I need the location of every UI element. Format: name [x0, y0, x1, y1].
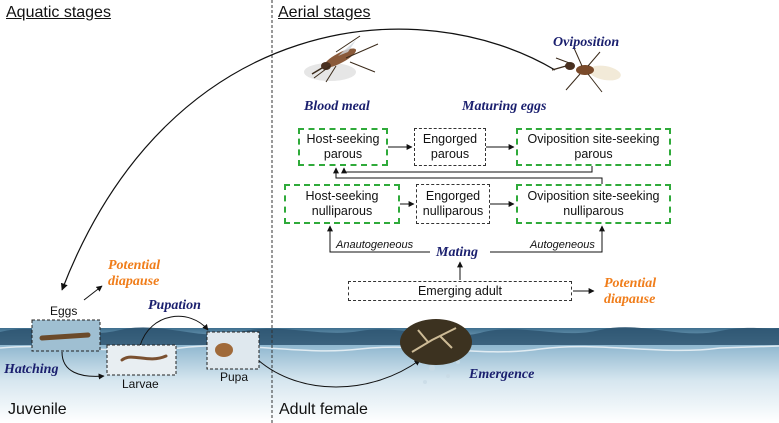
larvae-image-box: [106, 344, 177, 376]
larvae-label: Larvae: [122, 377, 159, 391]
maturing-eggs-label: Maturing eggs: [462, 99, 547, 114]
box-line: Host-seeking: [306, 132, 380, 146]
box-line: Host-seeking: [305, 189, 379, 203]
eggs-raft-icon: [39, 332, 91, 341]
arrow-oviposition-to-eggs: [60, 28, 556, 291]
autogeneous-label: Autogeneous: [530, 239, 595, 251]
aerial-stages-title: Aerial stages: [278, 4, 371, 21]
emerging-mosquito-icon: [411, 327, 457, 353]
eggs-label: Eggs: [50, 304, 78, 318]
pupa-image-box: [206, 331, 260, 370]
eggs-diapause-label: Potential diapause: [108, 258, 160, 290]
box-line: nulliparous: [311, 204, 373, 218]
arrow-mating-anautogeneous: [327, 225, 430, 253]
eggs-diapause-line2: diapause: [108, 274, 160, 290]
arrow-pupation: [139, 315, 209, 347]
water-surface: [0, 327, 779, 345]
arrow-eggs-to-diapause: [83, 285, 103, 301]
mosquito-blood-meal-icon: [304, 35, 379, 83]
box-line: Engorged: [422, 132, 478, 146]
larvae-icon: [120, 354, 168, 362]
box-line: parous: [574, 147, 613, 161]
arrow-ovi-nulli-to-parous: [333, 167, 603, 184]
mosquito-oviposition-icon: [551, 47, 621, 93]
oviposition-label: Oviposition: [553, 35, 620, 50]
adult-diapause-line2: diapause: [604, 292, 656, 308]
pupa-icon: [215, 343, 233, 357]
arrow-emergence: [257, 359, 421, 388]
box-line: parous: [323, 147, 363, 161]
arrow-ovi-parous-loop: [341, 166, 593, 174]
box-line: Oviposition site-seeking: [527, 132, 660, 146]
box-line: parous: [430, 147, 470, 161]
aquatic-stages-title: Aquatic stages: [6, 4, 111, 21]
hatching-label: Hatching: [4, 362, 59, 377]
box-line: nulliparous: [563, 204, 624, 218]
box-line: Engorged: [425, 189, 481, 203]
arrow-mating-autogeneous: [490, 225, 605, 253]
pupa-label: Pupa: [220, 370, 249, 384]
eggs-diapause-line1: Potential: [108, 258, 161, 273]
adult-female-label: Adult female: [279, 401, 368, 418]
adult-diapause-label: Potential diapause: [604, 276, 656, 308]
emergence-image: [400, 319, 472, 365]
adult-diapause-line1: Potential: [604, 276, 657, 291]
box-emerging-adult: Emerging adult: [348, 281, 572, 301]
water-bubbles: [423, 360, 460, 384]
anautogeneous-label: Anautogeneous: [336, 239, 414, 251]
blood-meal-label: Blood meal: [304, 99, 370, 114]
pupation-label: Pupation: [148, 298, 201, 313]
box-line: nulliparous: [422, 204, 484, 218]
box-line: Oviposition site-seeking: [527, 189, 660, 203]
arrow-hatching: [61, 351, 105, 380]
emergence-label: Emergence: [469, 367, 535, 382]
juvenile-label: Juvenile: [8, 401, 67, 418]
mating-label: Mating: [436, 245, 479, 260]
